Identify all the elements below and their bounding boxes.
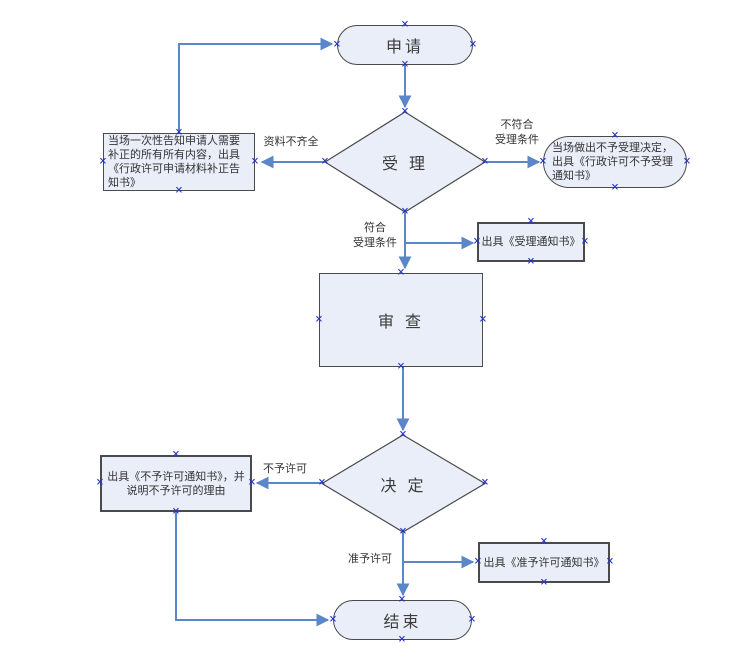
node-reject-decision: 当场做出不予受理决定，出具《行政许可不予受理通知书》 xyxy=(543,136,687,188)
edge-correction-to-apply xyxy=(178,37,334,133)
edge-label-conditions-met: 符合 受理条件 xyxy=(353,221,397,249)
node-denial-notice: 出具《不予许可通知书》，并说明不予许可的理由 xyxy=(100,455,252,512)
edge-label-materials-incomplete: 资料不齐全 xyxy=(263,135,319,148)
node-apply: 申请 xyxy=(337,25,473,65)
edge-label-deny-permit: 不予许可 xyxy=(263,462,307,475)
node-accept-label: 受 理 xyxy=(381,154,429,173)
node-review: 审 查 xyxy=(319,273,483,367)
node-end: 结束 xyxy=(333,600,472,640)
node-decision-label: 决 定 xyxy=(380,475,427,495)
edge-label-conditions-not-met: 不符合 受理条件 xyxy=(495,118,539,146)
edge-label-grant-permit: 准予许可 xyxy=(348,552,392,565)
node-approval-notice: 出具《准予许可通知书》 xyxy=(478,542,610,583)
edge-denial-to-end xyxy=(175,512,330,627)
node-correction-notice: 当场一次性告知申请人需要补正的所有所有内容，出具《行政许可申请材料补正告知书》 xyxy=(103,133,255,191)
node-acceptance-notice: 出具《受理通知书》 xyxy=(477,222,585,262)
